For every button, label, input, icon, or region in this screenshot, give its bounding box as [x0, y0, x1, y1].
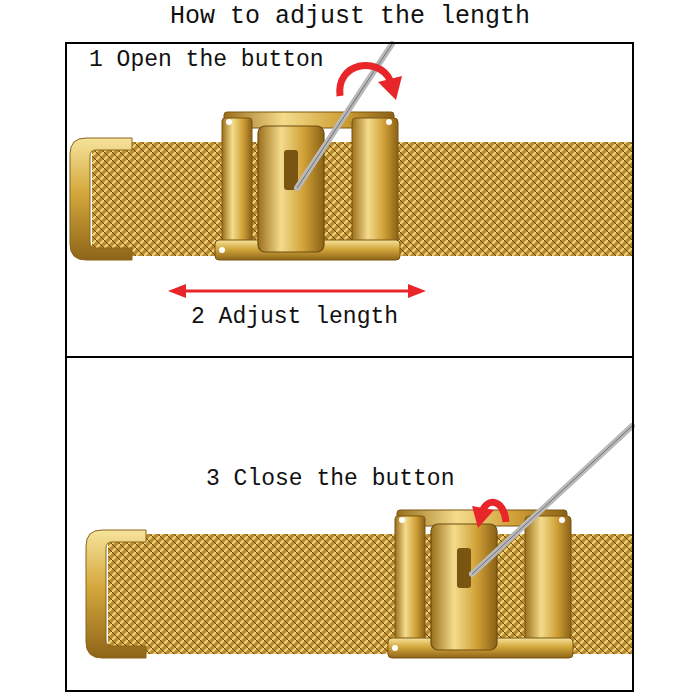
end-cap: [86, 530, 146, 658]
panel-frame: 3 Close the button: [65, 356, 634, 692]
buckle: [388, 510, 573, 658]
text-wrap: 2 Adjust length: [191, 304, 398, 332]
arrow-head: [168, 284, 186, 298]
pin-tool-edge: [472, 426, 632, 574]
title: How to adjust the length: [170, 2, 530, 32]
title-wrap: How to adjust the length: [0, 2, 700, 32]
text-wrap: 3 Close the button: [206, 466, 454, 494]
step-label: 2 Adjust length: [191, 304, 398, 332]
pin-tool: [472, 426, 632, 574]
buckle: [215, 112, 400, 260]
arrow-head: [408, 284, 426, 298]
arrow-head: [472, 506, 494, 528]
end-cap: [70, 138, 132, 260]
arrow-head: [378, 76, 402, 100]
rotate-arrow: [340, 65, 390, 96]
text-wrap: 1 Open the button: [89, 47, 324, 75]
panel-frame: 1 Open the button 2 Adjust length: [65, 42, 634, 358]
step-label: 1 Open the button: [89, 47, 324, 75]
length-arrow: [182, 290, 412, 293]
step-label: 3 Close the button: [206, 466, 454, 494]
